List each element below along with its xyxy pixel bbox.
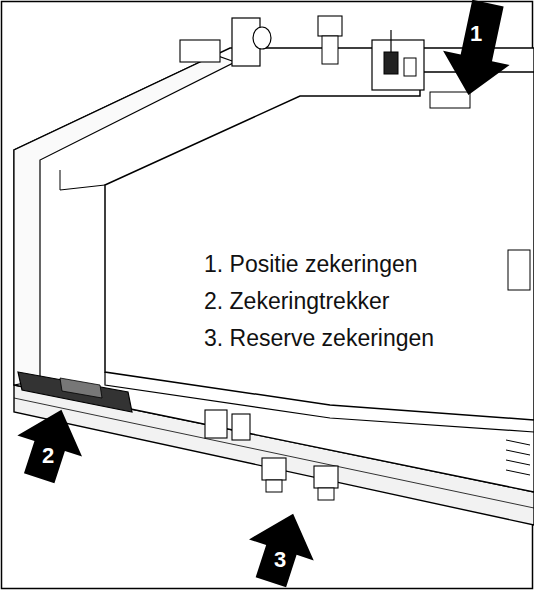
legend-text: 1. Positie zekeringen (204, 250, 418, 278)
callout-number: 3 (274, 548, 286, 572)
callout-number: 2 (42, 444, 54, 468)
legend-text: 3. Reserve zekeringen (204, 324, 434, 352)
callout-number: 1 (470, 22, 482, 46)
legend-text: 2. Zekeringtrekker (204, 287, 389, 315)
